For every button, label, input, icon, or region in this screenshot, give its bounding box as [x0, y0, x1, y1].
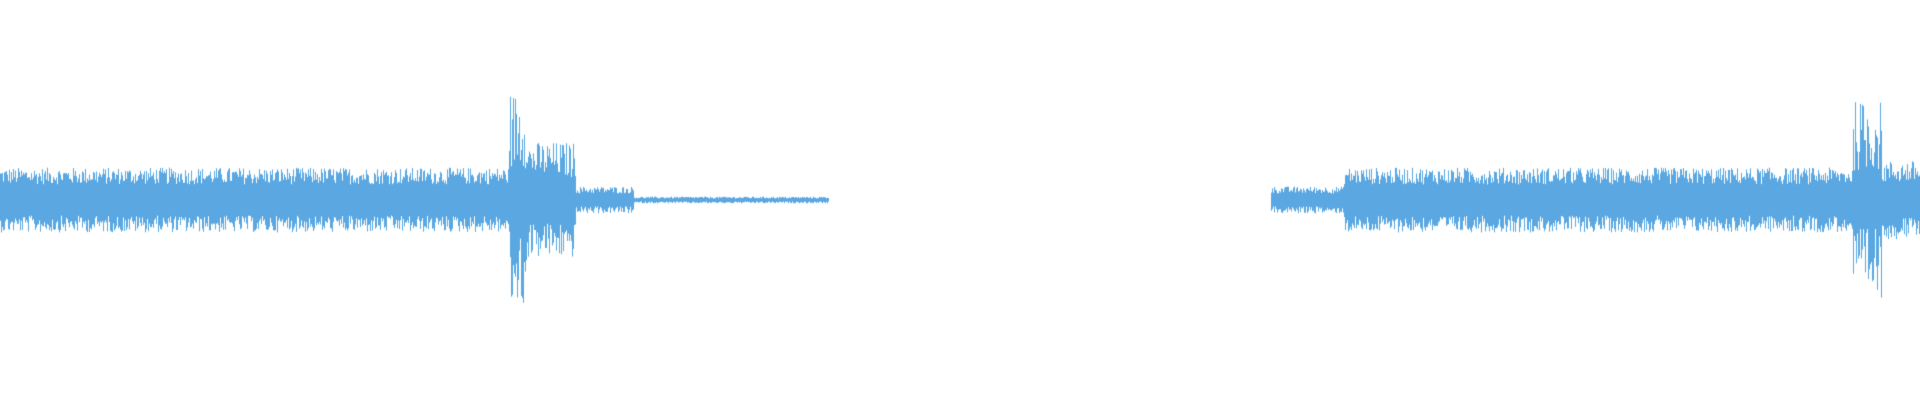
audio-waveform-view[interactable] — [0, 0, 1920, 400]
waveform-canvas[interactable] — [0, 0, 1920, 400]
